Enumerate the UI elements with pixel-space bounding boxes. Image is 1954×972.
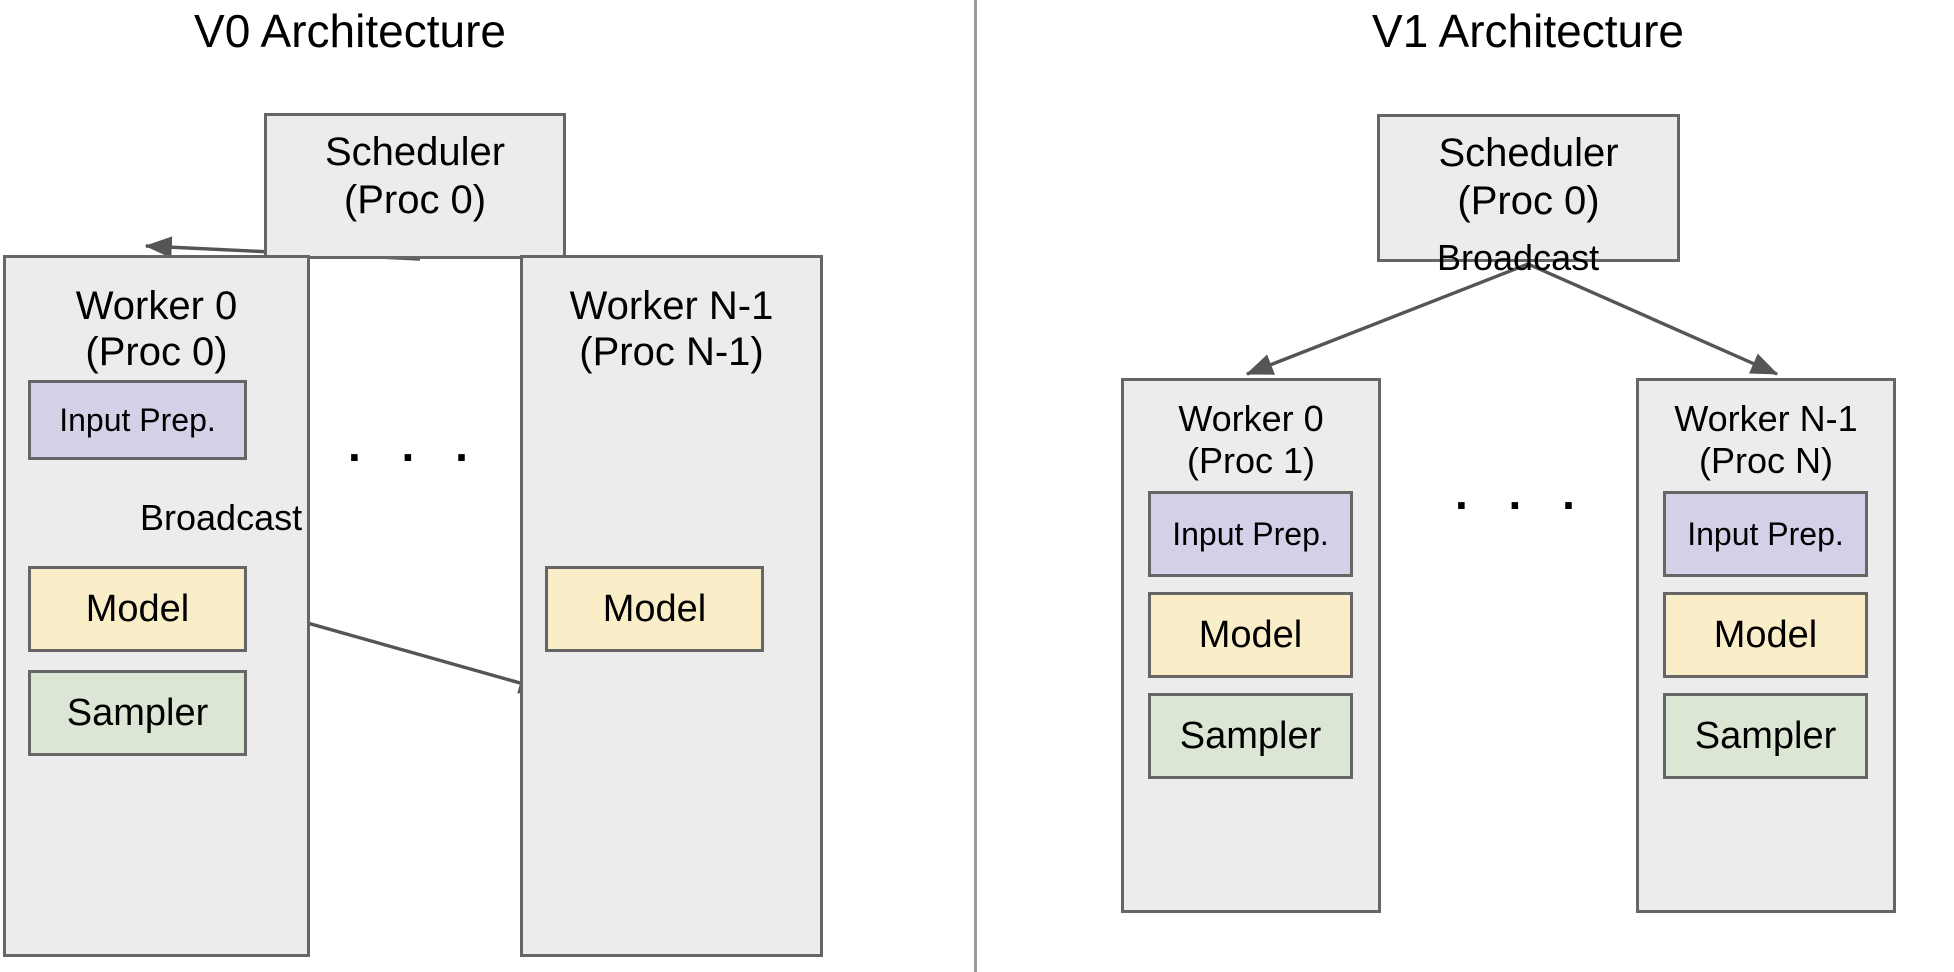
v1-scheduler-box[interactable]: Scheduler (Proc 0)	[1377, 114, 1680, 262]
v0-worker-0-line1: Worker 0	[75, 284, 238, 328]
v0-broadcast-label: Broadcast	[140, 497, 303, 538]
v0-worker-0-model-box[interactable]: Model	[28, 566, 247, 652]
v0-worker-0-line2: (Proc 0)	[85, 330, 228, 374]
v1-worker-n1-sampler-box[interactable]: Sampler	[1663, 693, 1868, 779]
v0-scheduler-box[interactable]: Scheduler (Proc 0)	[264, 113, 566, 259]
v1-worker-n1-line1: Worker N-1	[1674, 398, 1858, 439]
v1-worker-0-model-box[interactable]: Model	[1148, 592, 1353, 678]
v1-worker-0-line1: Worker 0	[1178, 398, 1324, 439]
panel-divider	[974, 0, 977, 972]
v1-worker-0-line2: (Proc 1)	[1186, 440, 1316, 481]
v1-scheduler-line1: Scheduler	[1438, 131, 1619, 175]
v1-scheduler-line2: (Proc 0)	[1457, 179, 1600, 223]
v0-worker-n1-model-box[interactable]: Model	[545, 566, 764, 652]
v1-ellipsis: . . .	[1455, 467, 1589, 519]
v0-worker-n1-line2: (Proc N-1)	[579, 330, 764, 374]
v1-worker-0-sampler-box[interactable]: Sampler	[1148, 693, 1353, 779]
v0-ellipsis: . . .	[348, 419, 482, 471]
v0-worker-0-box[interactable]: Worker 0 (Proc 0) Input Prep. Model Samp…	[3, 255, 310, 957]
arrow-v1-scheduler-to-workerN	[1527, 262, 1779, 376]
v0-worker-0-input-prep-box[interactable]: Input Prep.	[28, 380, 247, 460]
arrow-v1-scheduler-to-worker0	[1245, 262, 1529, 376]
v0-panel-title: V0 Architecture	[194, 5, 506, 57]
v1-worker-n1-box[interactable]: Worker N-1 (Proc N) Input Prep. Model Sa…	[1636, 378, 1896, 913]
v1-worker-n1-line2: (Proc N)	[1699, 440, 1833, 481]
v0-worker-n1-line1: Worker N-1	[569, 284, 774, 328]
v0-worker-0-sampler-box[interactable]: Sampler	[28, 670, 247, 756]
v1-broadcast-label: Broadcast	[1437, 237, 1600, 278]
v0-scheduler-line1: Scheduler	[324, 130, 506, 174]
v1-worker-0-input-prep-box[interactable]: Input Prep.	[1148, 491, 1353, 577]
v1-worker-0-box[interactable]: Worker 0 (Proc 1) Input Prep. Model Samp…	[1121, 378, 1381, 913]
v1-worker-n1-input-prep-box[interactable]: Input Prep.	[1663, 491, 1868, 577]
v1-panel-title: V1 Architecture	[1372, 5, 1684, 57]
v1-worker-n1-model-box[interactable]: Model	[1663, 592, 1868, 678]
v0-worker-n1-box[interactable]: Worker N-1 (Proc N-1) Model	[520, 255, 823, 957]
v0-scheduler-line2: (Proc 0)	[343, 178, 487, 222]
